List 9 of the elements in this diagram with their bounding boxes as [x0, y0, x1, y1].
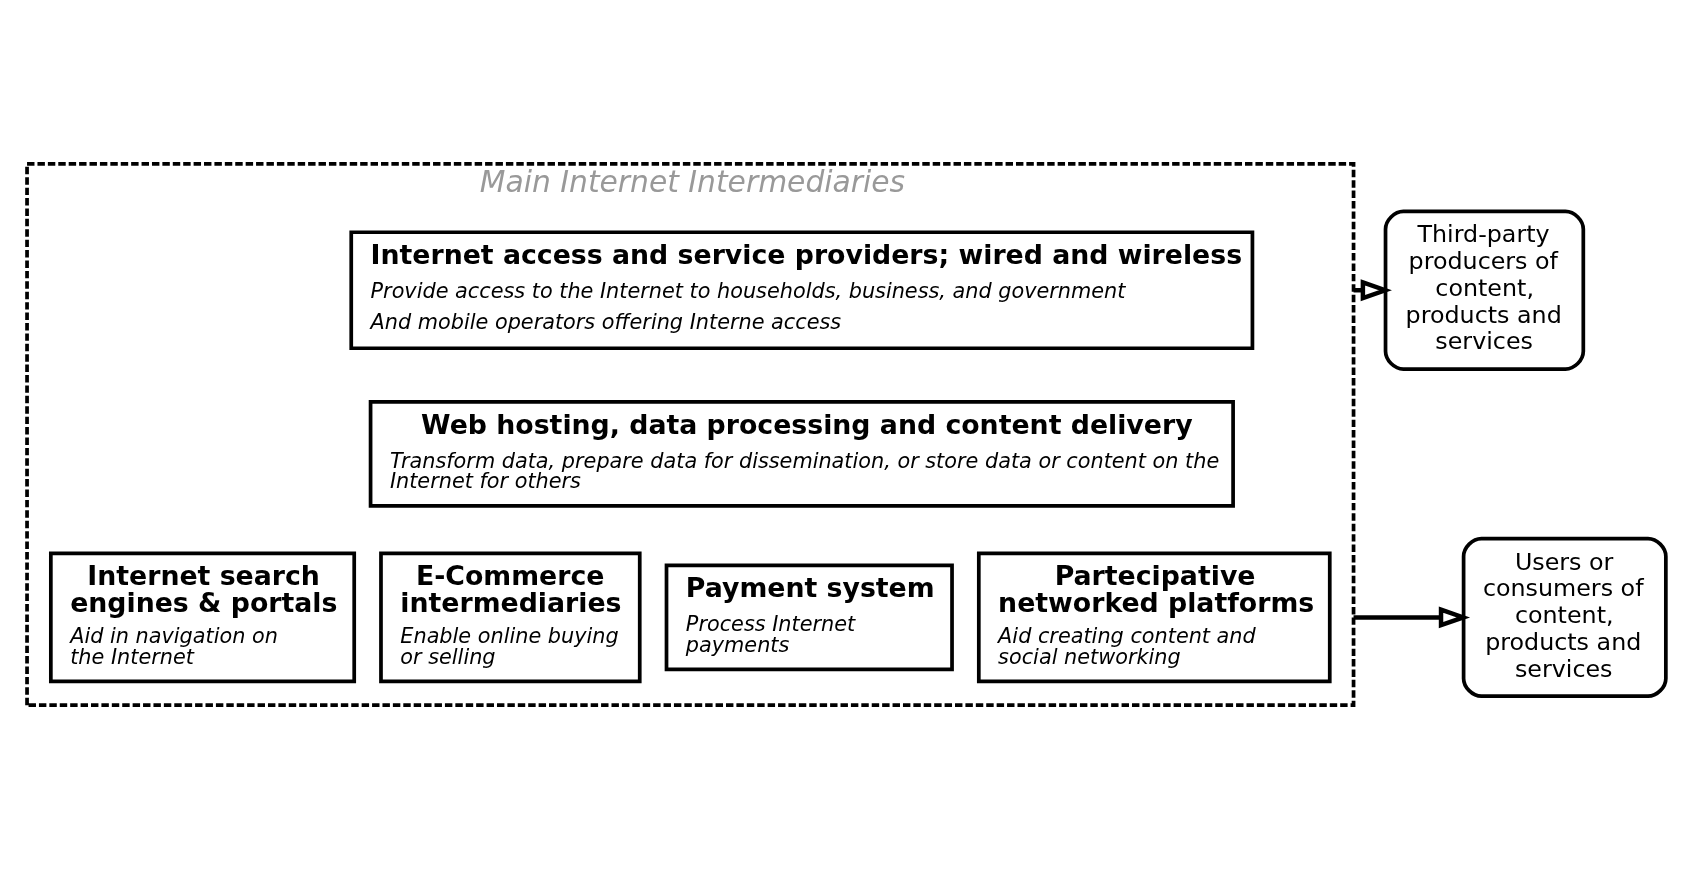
node-box: Web hosting, data processing and content delivery Transform data, prepare data for dissemination, or store data or content on the Internet for others: [368, 399, 1235, 508]
node-box: Partecipative networked platforms Aid creating content and social networking: [976, 551, 1332, 684]
node-box: Users or consumers of content, products and services: [1461, 536, 1668, 699]
node-box: E-Commerce intermediaries Enable online buying or selling: [379, 551, 642, 684]
node-box: Third-party producers of content, products and services: [1383, 209, 1586, 371]
arrow: [1353, 606, 1471, 629]
node-box: Payment system Process Internet payments: [664, 563, 954, 672]
node-box: Internet search engines & portals Aid in navigation on the Internet: [49, 551, 357, 684]
node-box: Internet access and service providers; wired and wireless Provide access to the Internet to households, business, and government And mobile operators offering Interne access: [349, 230, 1255, 351]
